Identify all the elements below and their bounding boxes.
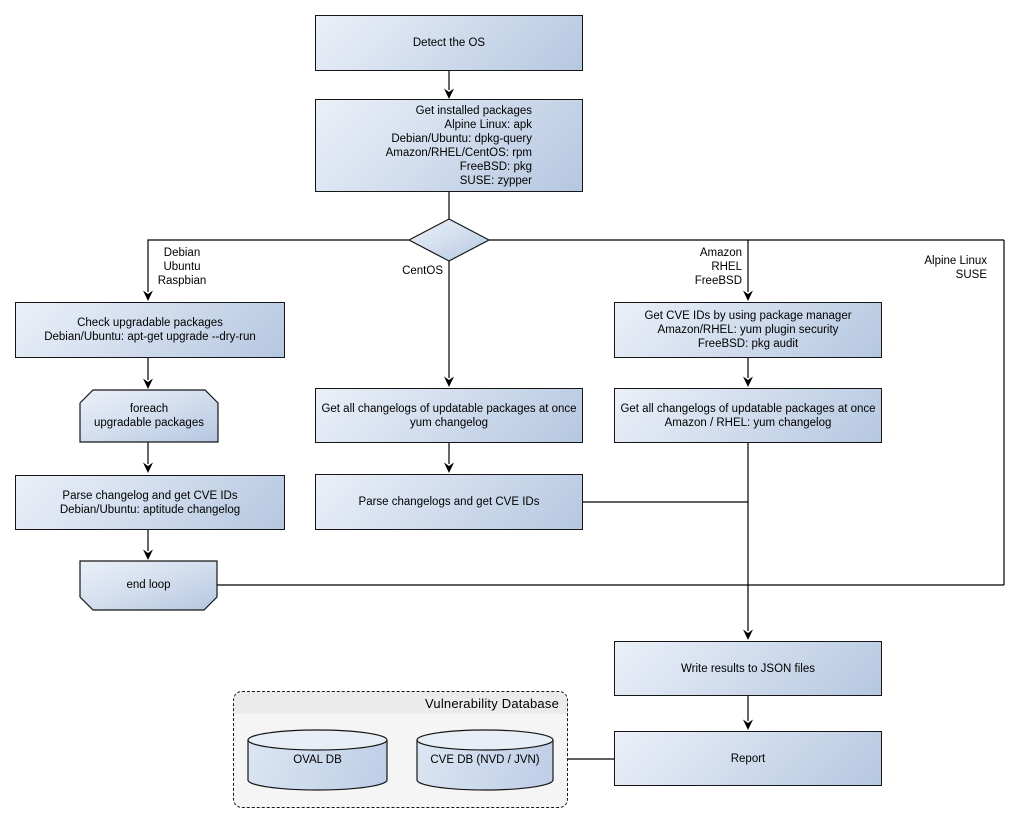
- node-foreach-loop: foreach upgradable packages: [94, 403, 204, 429]
- cve-db-label: CVE DB (NVD / JVN): [430, 754, 540, 766]
- arrowhead: [444, 462, 454, 473]
- vulnerability-database-title: Vulnerability Database: [234, 692, 567, 714]
- oval-db-label: OVAL DB: [293, 754, 342, 766]
- node-end-loop: end loop: [126, 578, 171, 591]
- vulnerability-database-group: Vulnerability Database: [233, 691, 568, 808]
- arrowhead: [743, 629, 753, 640]
- node-get-changelogs-amazon: Get all changelogs of updatable packages…: [614, 388, 882, 443]
- arrowhead: [143, 378, 153, 389]
- arrowhead: [143, 462, 153, 473]
- arrowhead: [143, 549, 153, 560]
- arrowhead: [444, 376, 454, 387]
- node-detect-os: Detect the OS: [315, 15, 583, 71]
- node-write-results-json: Write results to JSON files: [614, 641, 882, 696]
- decision-diamond: [407, 218, 491, 262]
- arrowhead: [743, 719, 753, 730]
- node-check-upgradable-packages: Check upgradable packages Debian/Ubuntu:…: [15, 302, 285, 358]
- branch-label-debian: Debian Ubuntu Raspbian: [157, 247, 207, 287]
- node-get-cve-ids-package-manager: Get CVE IDs by using package manager Ama…: [614, 302, 882, 358]
- arrowhead: [444, 88, 454, 99]
- arrowhead: [743, 290, 753, 301]
- branch-label-centos: CentOS: [402, 265, 443, 277]
- node-report: Report: [614, 731, 882, 786]
- branch-label-amazon: Amazon RHEL FreeBSD: [694, 247, 742, 287]
- loop-end-shape: [79, 560, 218, 611]
- branch-label-alpine: Alpine Linux SUSE: [924, 255, 987, 281]
- arrowhead: [743, 376, 753, 387]
- node-get-changelogs-centos: Get all changelogs of updatable packages…: [315, 388, 583, 443]
- loop-start-shape: [79, 389, 219, 443]
- arrowhead: [143, 290, 153, 301]
- node-parse-changelog-debian: Parse changelog and get CVE IDs Debian/U…: [15, 475, 285, 530]
- node-get-installed-packages: Get installed packages Alpine Linux: apk…: [315, 99, 583, 192]
- node-parse-changelogs-centos: Parse changelogs and get CVE IDs: [315, 474, 583, 530]
